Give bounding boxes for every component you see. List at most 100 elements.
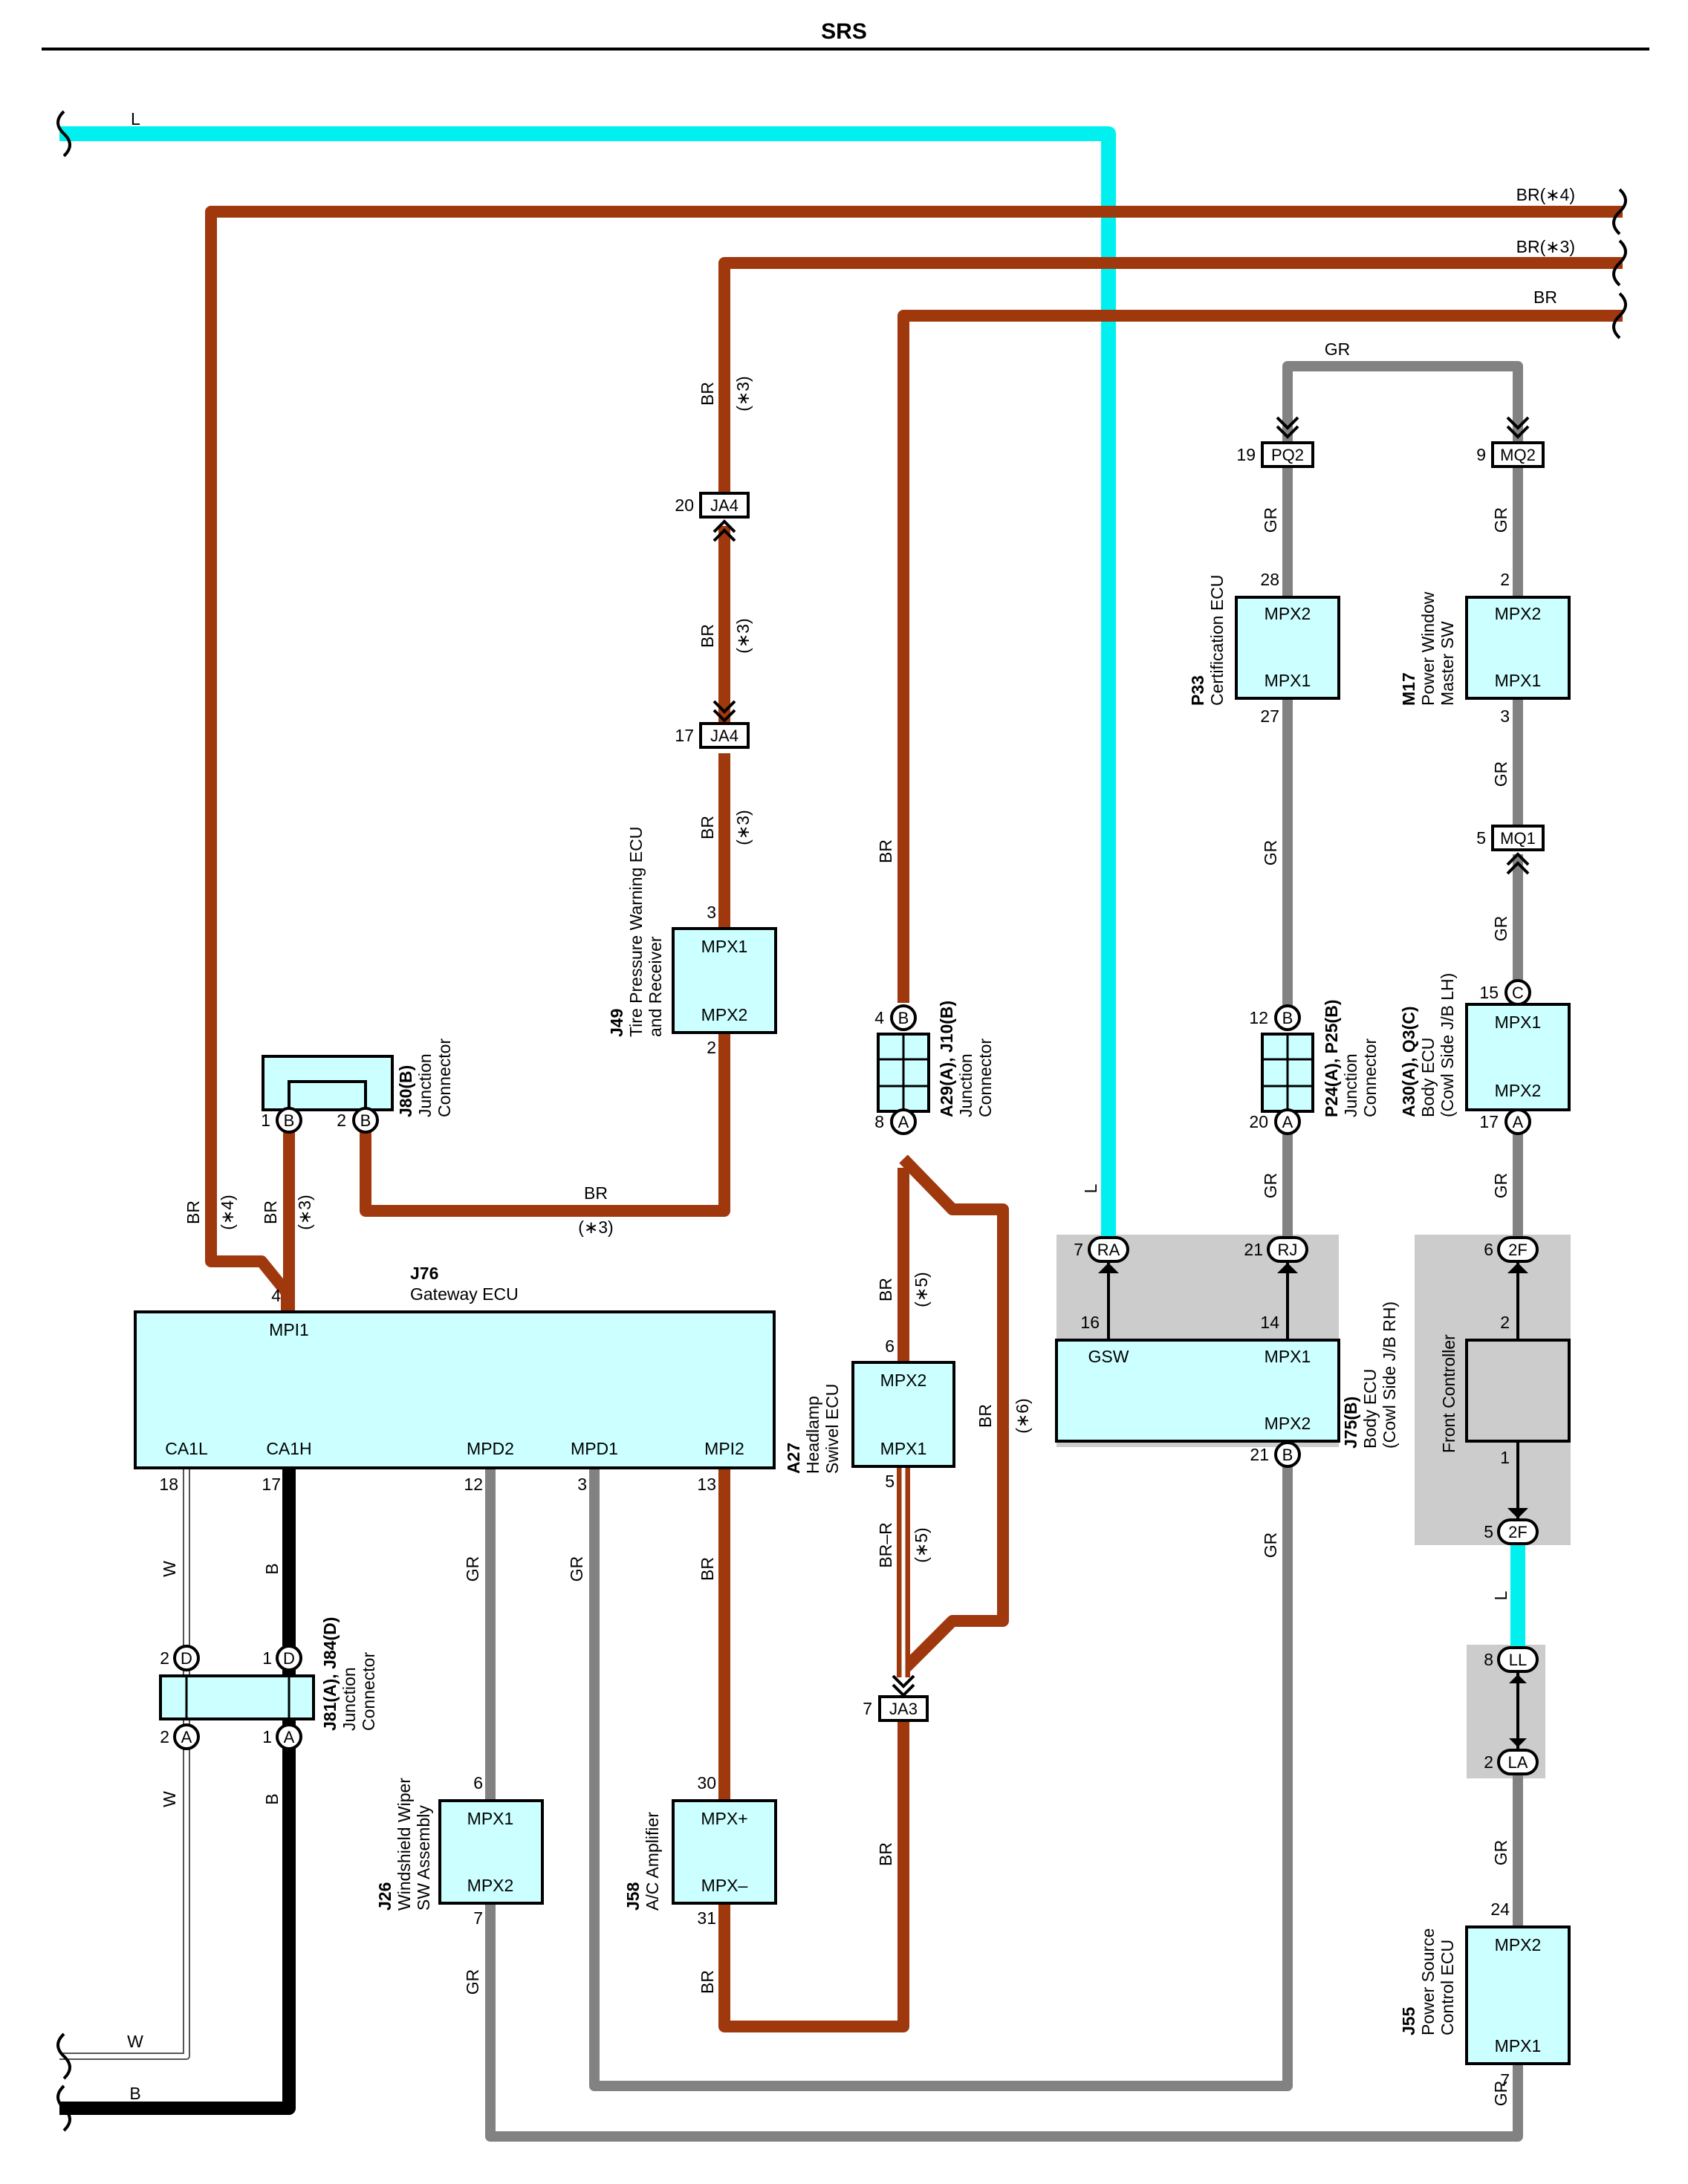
p24-grid <box>1261 1033 1314 1113</box>
certification-ecu-box <box>1235 596 1340 700</box>
svg-text:LL: LL <box>1509 1651 1527 1669</box>
svg-text:A: A <box>898 1113 909 1131</box>
ja3-chevron <box>892 1674 915 1697</box>
a27-pin-mpx2: MPX2 <box>880 1371 927 1390</box>
j80-name1: Junction <box>415 1053 435 1117</box>
j75-name2: (Cowl Side J/B RH) <box>1380 1301 1399 1449</box>
label-br-main: BR <box>876 839 895 863</box>
pin-j49-in: 3 <box>707 903 716 922</box>
a30-top-connector: C <box>1504 979 1531 1006</box>
wire-gr-top <box>1282 361 1523 443</box>
label-gr-mq2-m17: GR <box>1491 507 1510 533</box>
j76-name: Gateway ECU <box>410 1284 519 1304</box>
label-br-j80-j49: BR <box>584 1183 608 1203</box>
j58-pin-mpx-minus: MPX– <box>701 1876 748 1895</box>
j81-a1-connector: A <box>276 1723 302 1750</box>
pin-j26-out: 7 <box>473 1908 483 1928</box>
j76-pin-ca1h: CA1H <box>266 1439 311 1458</box>
j58-pin-mpx-plus: MPX+ <box>701 1809 747 1828</box>
a27-name1: Headlamp <box>803 1396 822 1474</box>
a30-code: A30(A), Q3(C) <box>1399 1006 1418 1117</box>
label-gr-mpd1: GR <box>567 1556 586 1582</box>
label-w-2: W <box>160 1791 179 1807</box>
rj-connector: RJ <box>1267 1236 1308 1263</box>
mq1-connector: MQ1 <box>1491 825 1545 851</box>
j49-name2: and Receiver <box>646 936 665 1037</box>
label-br-mpi2: BR <box>698 1557 717 1581</box>
ja4-top-connector: JA4 <box>699 492 750 519</box>
pin-j81-d2: 2 <box>160 1648 169 1668</box>
wire-w-outline <box>59 1468 190 2060</box>
svg-text:2F: 2F <box>1508 1523 1528 1541</box>
pin-ca1l: 18 <box>159 1475 178 1494</box>
p33-code: P33 <box>1188 675 1207 706</box>
j26-pin-mpx1: MPX1 <box>467 1809 514 1828</box>
pin-j55-out: 7 <box>1500 2070 1510 2090</box>
pin-j75-mpx2: 21 <box>1250 1445 1269 1464</box>
pin-ra: 7 <box>1074 1240 1083 1259</box>
body-ecu-lh-box <box>1465 1003 1571 1111</box>
m17-name2: Master SW <box>1438 621 1457 706</box>
pin-a30-out: 17 <box>1479 1112 1499 1131</box>
wire-gr-j26-j55 <box>485 1903 1523 2142</box>
label-gr-p33-p24: GR <box>1261 840 1280 866</box>
pin-ja4-top: 20 <box>675 495 694 515</box>
pin-mq2: 9 <box>1476 445 1486 464</box>
svg-text:JA3: JA3 <box>889 1700 918 1718</box>
a30-pin-mpx1: MPX1 <box>1495 1013 1542 1032</box>
p33-pin-mpx1: MPX1 <box>1265 671 1311 690</box>
pin-rj: 21 <box>1244 1240 1263 1259</box>
label-l-j75: L <box>1081 1183 1100 1193</box>
pin-mpi2: 13 <box>697 1475 716 1494</box>
wire-gr-j75-mpd1 <box>589 1463 1293 2091</box>
label-w-1: W <box>160 1561 179 1577</box>
p24-top-connector: B <box>1274 1004 1301 1031</box>
ja3-connector: JA3 <box>878 1695 929 1722</box>
m17-code: M17 <box>1399 672 1418 706</box>
svg-text:MQ1: MQ1 <box>1500 829 1536 848</box>
pin-gsw: 16 <box>1080 1313 1100 1332</box>
label-gr-p24-rj: GR <box>1261 1173 1280 1199</box>
svg-text:2F: 2F <box>1508 1241 1528 1259</box>
label-gr-la-j55: GR <box>1491 1840 1510 1866</box>
svg-text:A: A <box>284 1728 295 1746</box>
j81-junction-box <box>159 1674 315 1720</box>
label-l-top: L <box>131 109 140 129</box>
svg-text:D: D <box>283 1649 295 1668</box>
j75-pin-mpx2: MPX2 <box>1265 1414 1311 1433</box>
la-connector: LA <box>1497 1749 1539 1775</box>
pin-j80-2: 2 <box>337 1111 346 1130</box>
j58-name: A/C Amplifier <box>643 1812 662 1911</box>
label-b-bottom: B <box>129 2084 140 2103</box>
a30-name1: Body ECU <box>1418 1038 1438 1117</box>
j81-d1-connector: D <box>276 1645 302 1671</box>
label-l-fc: L <box>1491 1590 1510 1600</box>
ja4-bottom-chevron <box>712 700 736 723</box>
m17-pin-mpx2: MPX2 <box>1495 604 1542 623</box>
power-window-sw-box <box>1465 596 1571 700</box>
ra-connector: RA <box>1088 1236 1129 1263</box>
a27-name2: Swivel ECU <box>822 1384 842 1474</box>
j81-name2: Connector <box>359 1652 378 1731</box>
label-gr-mpd2: GR <box>463 1556 482 1582</box>
j75-pin-gsw: GSW <box>1088 1347 1129 1366</box>
label-br-r: BR–R <box>876 1522 895 1567</box>
ja4-bottom-connector: JA4 <box>699 722 750 749</box>
label-n5-br-r: (∗5) <box>912 1527 931 1562</box>
label-gr-a30-2f: GR <box>1491 1173 1510 1199</box>
label-br-n3-left: BR <box>261 1200 280 1224</box>
wire-br-j49-j80 <box>360 1033 730 1217</box>
pin-m17-out: 3 <box>1500 706 1510 726</box>
front-controller-box <box>1465 1339 1571 1443</box>
a29-code: A29(A), J10(B) <box>937 1001 956 1117</box>
j26-code: J26 <box>375 1882 395 1911</box>
pin-2f-top: 6 <box>1484 1240 1493 1259</box>
pin-a27-in: 6 <box>885 1336 895 1356</box>
pin-j81-a1: 1 <box>262 1727 272 1746</box>
break-mark-w <box>56 2032 71 2080</box>
mq1-chevron <box>1506 852 1530 875</box>
svg-text:B: B <box>1282 1009 1293 1027</box>
tpms-ecu-box <box>672 927 777 1034</box>
j80-code: J80(B) <box>396 1065 415 1117</box>
label-br-n6: BR <box>976 1404 995 1428</box>
